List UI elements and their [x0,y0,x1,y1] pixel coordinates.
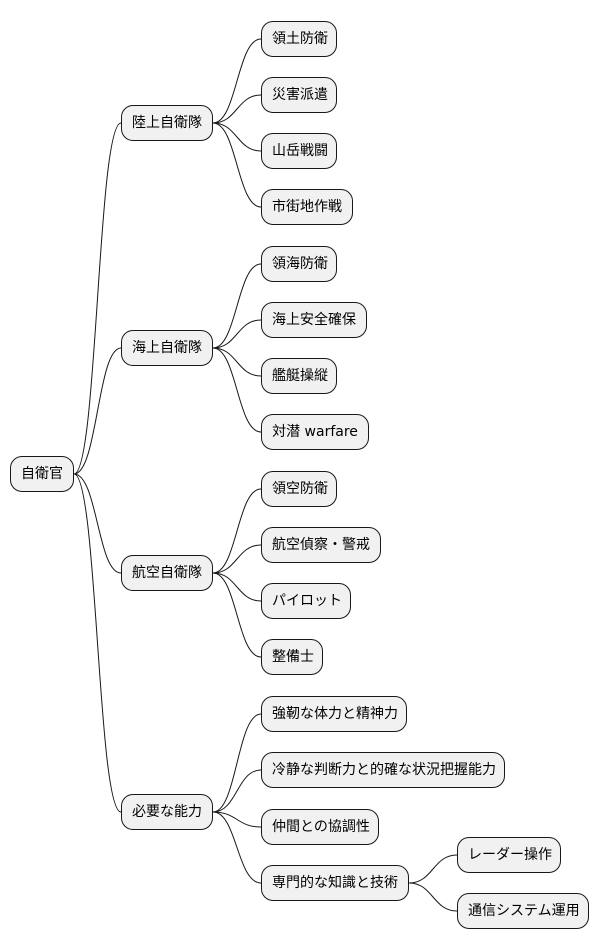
connector-line [212,544,262,574]
connector-line [212,713,262,813]
connector-line [212,122,262,152]
leaf-urban-operations[interactable]: 市街地作戦 [261,189,353,225]
leaf-teamwork[interactable]: 仲間との協調性 [261,809,379,845]
connector-line [73,473,122,813]
connector-line [212,572,262,658]
connector-line [212,347,262,377]
connector-line [212,263,262,349]
branch-air-sdf[interactable]: 航空自衛隊 [121,555,213,591]
connector-line [408,854,458,884]
branch-ground-sdf[interactable]: 陸上自衛隊 [121,105,213,141]
connector-line [212,347,262,433]
connector-line [212,122,262,208]
connector-line [408,882,458,912]
connector-line [212,811,262,828]
connector-line [73,473,122,574]
leaf-vessel-operation[interactable]: 艦艇操縦 [261,358,337,394]
leaf-comm-system-operation[interactable]: 通信システム運用 [457,893,589,929]
leaf-radar-operation[interactable]: レーダー操作 [457,837,561,873]
leaf-airspace-defense[interactable]: 領空防衛 [261,471,337,507]
branch-required-abilities[interactable]: 必要な能力 [121,794,213,830]
connector-line [73,347,122,475]
connector-line [212,94,262,124]
leaf-disaster-relief[interactable]: 災害派遣 [261,77,337,113]
leaf-mountain-combat[interactable]: 山岳戦闘 [261,133,337,169]
connector-line [212,488,262,574]
leaf-territorial-waters-defense[interactable]: 領海防衛 [261,246,337,282]
connector-line [212,572,262,602]
root-node[interactable]: 自衛官 [10,456,74,492]
leaf-air-reconnaissance[interactable]: 航空偵察・警戒 [261,527,381,563]
leaf-anti-submarine-warfare[interactable]: 対潜 warfare [261,414,369,450]
connector-line [212,811,262,884]
connector-line [212,319,262,349]
leaf-physical-mental-strength[interactable]: 強靭な体力と精神力 [261,696,407,732]
connector-line [212,769,262,813]
connector-line [73,122,122,475]
branch-maritime-sdf[interactable]: 海上自衛隊 [121,330,213,366]
leaf-calm-judgment[interactable]: 冷静な判断力と的確な状況把握能力 [261,752,505,788]
leaf-territory-defense[interactable]: 領土防衛 [261,21,337,57]
connector-line [212,38,262,124]
leaf-specialized-knowledge[interactable]: 専門的な知識と技術 [261,865,409,901]
leaf-pilot[interactable]: パイロット [261,583,351,619]
leaf-maritime-safety[interactable]: 海上安全確保 [261,302,367,338]
leaf-mechanic[interactable]: 整備士 [261,639,323,675]
